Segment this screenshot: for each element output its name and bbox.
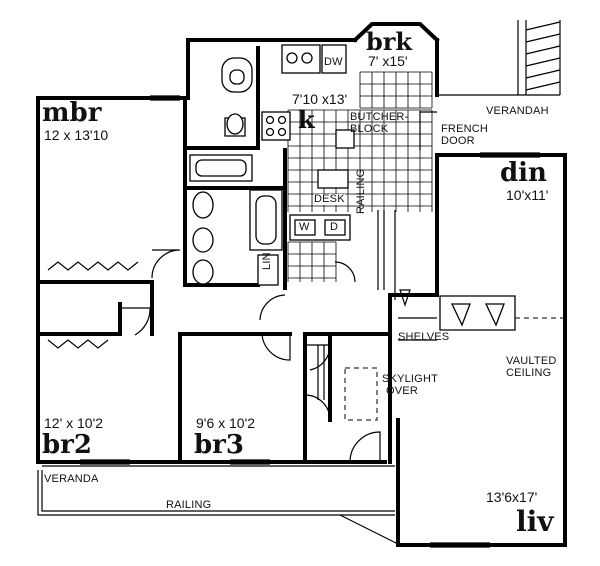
fireplace [398,295,565,341]
note-dryer: D [330,221,339,233]
closet-bifold-doors [47,261,139,349]
verandah-top [437,20,561,96]
note-butcher: BUTCHER- [350,111,409,123]
room-size-k: 7'10 x13' [292,91,348,107]
note-railing-bottom: RAILING [166,499,212,511]
br3-closet [317,345,325,400]
note-block: BLOCK [350,123,389,135]
door-swings [120,111,437,463]
room-size-liv: 13'6x17' [486,489,538,505]
room-size-br3: 9'6 x 10'2 [196,415,256,431]
bath-fixtures [189,57,283,286]
room-name-din: din [500,158,547,188]
note-railing-stair: RAILING [355,168,367,214]
room-size-br2: 12' x 10'2 [44,415,104,431]
note-french: FRENCH [441,123,489,135]
note-veranda: VERANDA [44,473,99,485]
note-lin: LIN [261,252,273,270]
room-name-liv: liv [516,505,554,538]
room-size-brk: 7' x15' [368,53,408,69]
stair-railing [377,210,411,307]
room-size-din: 10'x11' [506,187,549,203]
note-shelves: SHELVES [398,331,450,343]
room-name-k: k [298,105,315,134]
room-name-br3: br3 [194,430,244,460]
note-dw: DW [324,56,343,68]
note-vaulted: VAULTED [506,355,557,367]
room-name-mbr: mbr [42,98,102,128]
note-washer: W [299,221,310,233]
veranda-bottom [37,465,401,546]
note-door: DOOR [441,135,475,147]
note-over: OVER [386,385,418,397]
interior-walls [36,46,439,464]
room-name-br2: br2 [42,430,92,460]
breakfast-tile-floor [359,71,433,109]
room-size-mbr: 12 x 13'10 [44,127,109,143]
room-name-brk: brk [366,27,413,56]
kitchen-appliances [261,44,355,241]
note-ceiling: CEILING [506,367,552,379]
skylight-outline [344,367,378,421]
note-verandah: VERANDAH [486,105,549,117]
note-desk: DESK [314,193,345,205]
windows [36,95,567,548]
note-skylight: SKYLIGHT [382,373,439,385]
